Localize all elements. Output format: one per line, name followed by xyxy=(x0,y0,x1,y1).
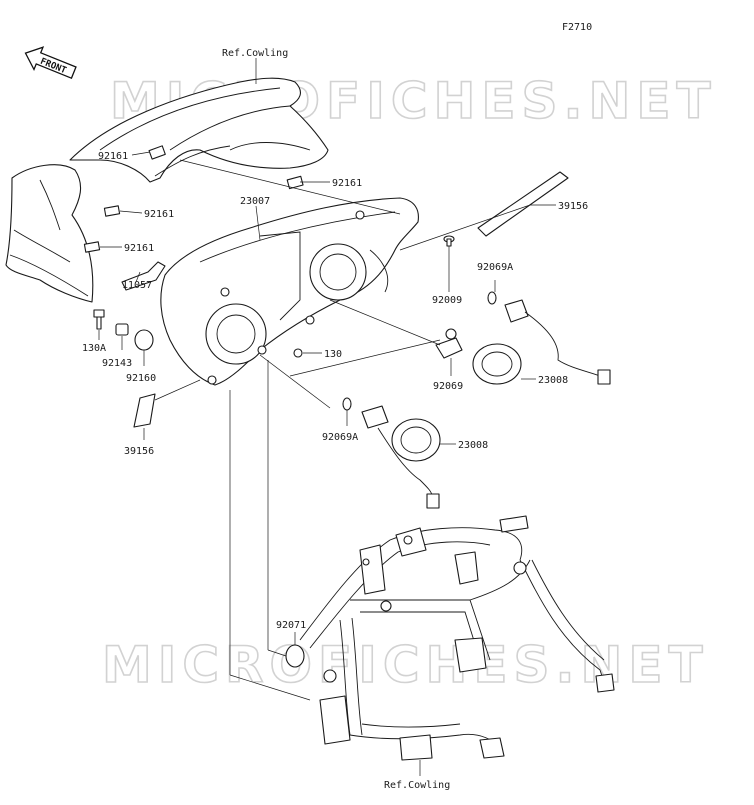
upper-cowling xyxy=(69,77,329,190)
headlight-stay-frame xyxy=(299,515,615,761)
collar-92143 xyxy=(115,323,129,336)
front-arrow-icon: FRONT xyxy=(24,46,77,80)
label-92069a-mid: 92069A xyxy=(322,432,358,443)
label-92161-d: 92161 xyxy=(124,243,154,254)
side-cowling xyxy=(5,164,121,303)
label-ref-cowling-top: Ref.Cowling xyxy=(222,48,288,59)
bulb-92069a-top xyxy=(487,291,497,305)
label-92160: 92160 xyxy=(126,373,156,384)
pad-39156-top xyxy=(477,171,569,237)
socket-23008-mid xyxy=(361,405,441,509)
label-23008-mid: 23008 xyxy=(458,440,488,451)
bracket-11057 xyxy=(121,261,166,291)
grommet-92071 xyxy=(285,644,305,668)
label-39156-left: 39156 xyxy=(124,446,154,457)
label-92161-c: 92161 xyxy=(144,209,174,220)
label-39156-top: 39156 xyxy=(558,201,588,212)
label-92009: 92009 xyxy=(432,295,462,306)
figure-code: F2710 xyxy=(562,22,592,33)
bulb-92069 xyxy=(435,328,463,359)
leader-lines xyxy=(98,58,556,776)
nut-130 xyxy=(293,348,303,358)
pad-39156-left xyxy=(133,393,156,428)
label-130: 130 xyxy=(324,349,342,360)
grommet-92160 xyxy=(134,329,154,351)
label-92161-b: 92161 xyxy=(332,178,362,189)
label-11057: 11057 xyxy=(122,280,152,291)
label-92069: 92069 xyxy=(433,381,463,392)
bulb-92069a-mid xyxy=(342,397,352,411)
bolt-130a xyxy=(93,309,105,330)
label-23008-top: 23008 xyxy=(538,375,568,386)
label-92071: 92071 xyxy=(276,620,306,631)
socket-23008-top xyxy=(472,299,611,385)
headlight-assembly xyxy=(160,197,419,386)
screw-92009 xyxy=(443,235,455,247)
label-92069a-top: 92069A xyxy=(477,262,513,273)
label-92161-a: 92161 xyxy=(98,151,128,162)
watermark-bottom: MICROFICHES.NET xyxy=(102,636,709,694)
label-ref-cowling-bottom: Ref.Cowling xyxy=(384,780,450,791)
label-130a: 130A xyxy=(82,343,106,354)
label-92143: 92143 xyxy=(102,358,132,369)
label-23007: 23007 xyxy=(240,196,270,207)
